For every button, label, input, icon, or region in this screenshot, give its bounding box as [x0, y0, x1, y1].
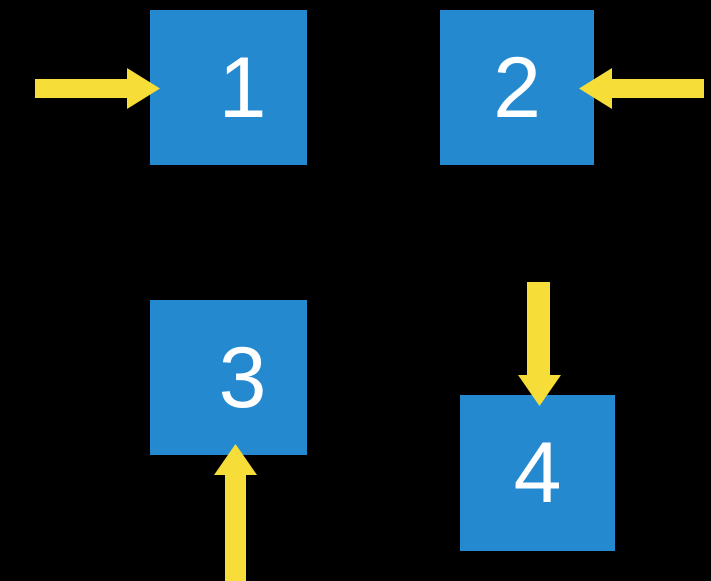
diagram-box-4[interactable]: 4 — [460, 395, 615, 551]
box-1-label: 1 — [218, 39, 267, 136]
box-3-label: 3 — [218, 329, 267, 426]
box-2-label: 2 — [493, 39, 541, 136]
arrow-right-into-box-1-icon — [35, 68, 160, 109]
diagram-box-3[interactable]: 3 — [150, 300, 307, 455]
arrow-down-into-box-4-icon — [518, 282, 561, 406]
diagram-box-1[interactable]: 1 — [150, 10, 307, 165]
arrow-up-into-box-3-icon — [214, 444, 257, 581]
diagram-box-2[interactable]: 2 — [440, 10, 594, 165]
box-4-label: 4 — [513, 425, 562, 521]
arrow-left-into-box-2-icon — [579, 68, 704, 109]
